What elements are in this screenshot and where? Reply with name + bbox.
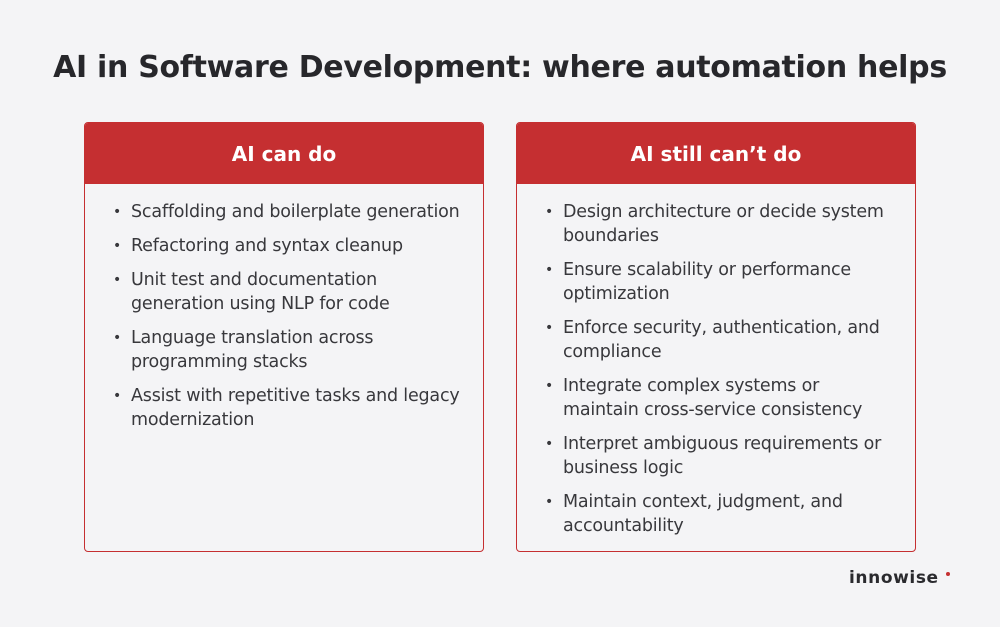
page-title: AI in Software Development: where automa… bbox=[53, 50, 947, 85]
list-item: Interpret ambiguous requirements or busi… bbox=[545, 432, 895, 480]
list-item: Assist with repetitive tasks and legacy … bbox=[113, 384, 463, 432]
list-item: Enforce security, authentication, and co… bbox=[545, 316, 895, 364]
panel-header: AI still can’t do bbox=[517, 123, 915, 184]
logo-dot-icon bbox=[946, 572, 950, 576]
list-item: Design architecture or decide system bou… bbox=[545, 200, 895, 248]
panel-header: AI can do bbox=[85, 123, 483, 184]
list-item: Ensure scalability or performance optimi… bbox=[545, 258, 895, 306]
panel-ai-cannot-do: AI still can’t do Design architecture or… bbox=[516, 122, 916, 552]
list-item: Language translation across programming … bbox=[113, 326, 463, 374]
list-item: Maintain context, judgment, and accounta… bbox=[545, 490, 895, 538]
innowise-logo: innowise bbox=[849, 568, 939, 588]
list: Scaffolding and boilerplate generation R… bbox=[85, 184, 483, 432]
list-item: Integrate complex systems or maintain cr… bbox=[545, 374, 895, 422]
list-item: Scaffolding and boilerplate generation bbox=[113, 200, 463, 224]
list-item: Refactoring and syntax cleanup bbox=[113, 234, 463, 258]
list: Design architecture or decide system bou… bbox=[517, 184, 915, 538]
panel-ai-can-do: AI can do Scaffolding and boilerplate ge… bbox=[84, 122, 484, 552]
list-item: Unit test and documentation generation u… bbox=[113, 268, 463, 316]
